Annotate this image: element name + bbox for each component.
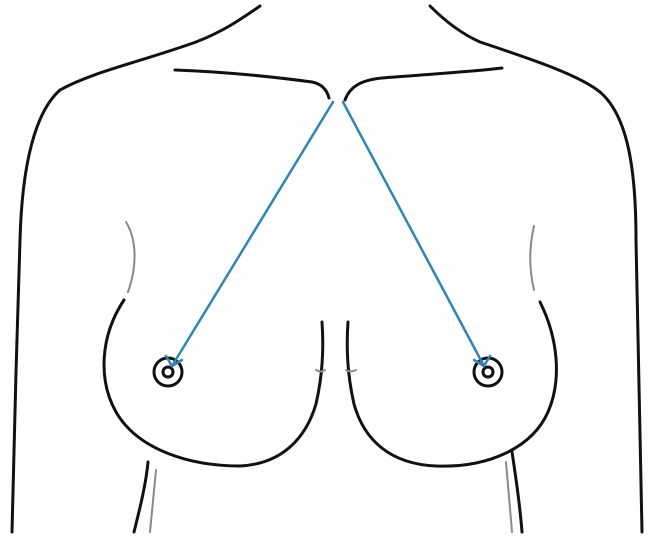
- left-shoulder-arm-outline: [12, 90, 60, 532]
- cleavage-right-mark: [346, 370, 356, 372]
- left-clavicle: [175, 70, 329, 98]
- neck-right-line: [430, 6, 600, 92]
- measurement-line-right-shaft: [343, 102, 484, 366]
- neck-left-line: [60, 6, 260, 90]
- right-shoulder-arm-outline: [600, 92, 642, 532]
- right-nipple-inner: [483, 367, 493, 377]
- measurement-line-right: [343, 102, 490, 366]
- left-breast-outline: [104, 300, 323, 466]
- measurement-line-left: [166, 102, 333, 366]
- left-side-contour: [126, 222, 135, 292]
- left-torso-lower-line: [134, 462, 148, 532]
- right-clavicle: [345, 68, 502, 100]
- left-torso-inner-line: [150, 470, 156, 532]
- right-side-contour: [530, 226, 534, 290]
- right-breast-outline: [347, 302, 556, 466]
- right-torso-inner-line: [506, 462, 512, 532]
- left-nipple-inner: [163, 367, 173, 377]
- measurement-line-left-shaft: [172, 102, 333, 366]
- right-torso-lower-line: [512, 452, 522, 532]
